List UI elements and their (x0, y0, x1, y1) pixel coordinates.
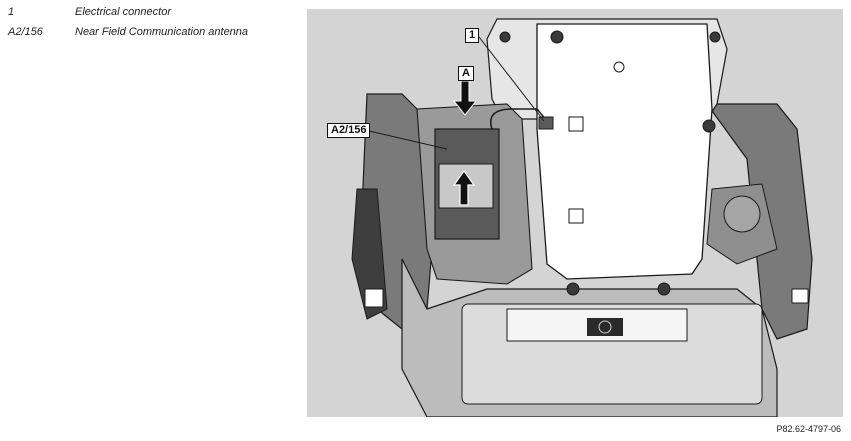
direction-up-arrow-icon (452, 169, 476, 206)
legend-description: Near Field Communication antenna (75, 26, 249, 38)
legend-code: 1 (8, 6, 15, 18)
callout-arrow-a: A (458, 66, 474, 81)
module-slot-upper (568, 116, 584, 132)
illustration-drawing (307, 9, 843, 418)
left-dark-panel (351, 188, 388, 320)
view-arrow-a-icon (452, 80, 478, 116)
fastener-frame-right (709, 31, 721, 43)
module-screw-top (613, 61, 625, 73)
electrical-connector (538, 116, 554, 130)
fastener-right (702, 119, 716, 133)
fastener-frame-left (499, 31, 511, 43)
right-socket-ring (723, 195, 761, 233)
figure-reference: P82.62-4797-06 (776, 424, 841, 434)
component-illustration: 1 A A2/156 (307, 9, 843, 418)
leader-line-antenna (368, 130, 448, 150)
fastener-bottom-right (657, 282, 671, 296)
module-slot-lower (568, 208, 584, 224)
callout-antenna: A2/156 (327, 123, 371, 138)
fastener-top-left (550, 30, 564, 44)
brand-badge (587, 318, 623, 336)
brand-logo-icon (598, 320, 612, 334)
fastener-bottom-left (566, 282, 580, 296)
left-bracket (364, 288, 384, 308)
control-module-plate (536, 23, 713, 280)
leader-line-connector (478, 36, 545, 122)
legend-code: A2/156 (8, 26, 43, 38)
callout-connector: 1 (465, 28, 480, 43)
legend-description: Electrical connector (75, 6, 171, 18)
antenna-cable (490, 108, 548, 130)
right-bracket (791, 288, 809, 304)
